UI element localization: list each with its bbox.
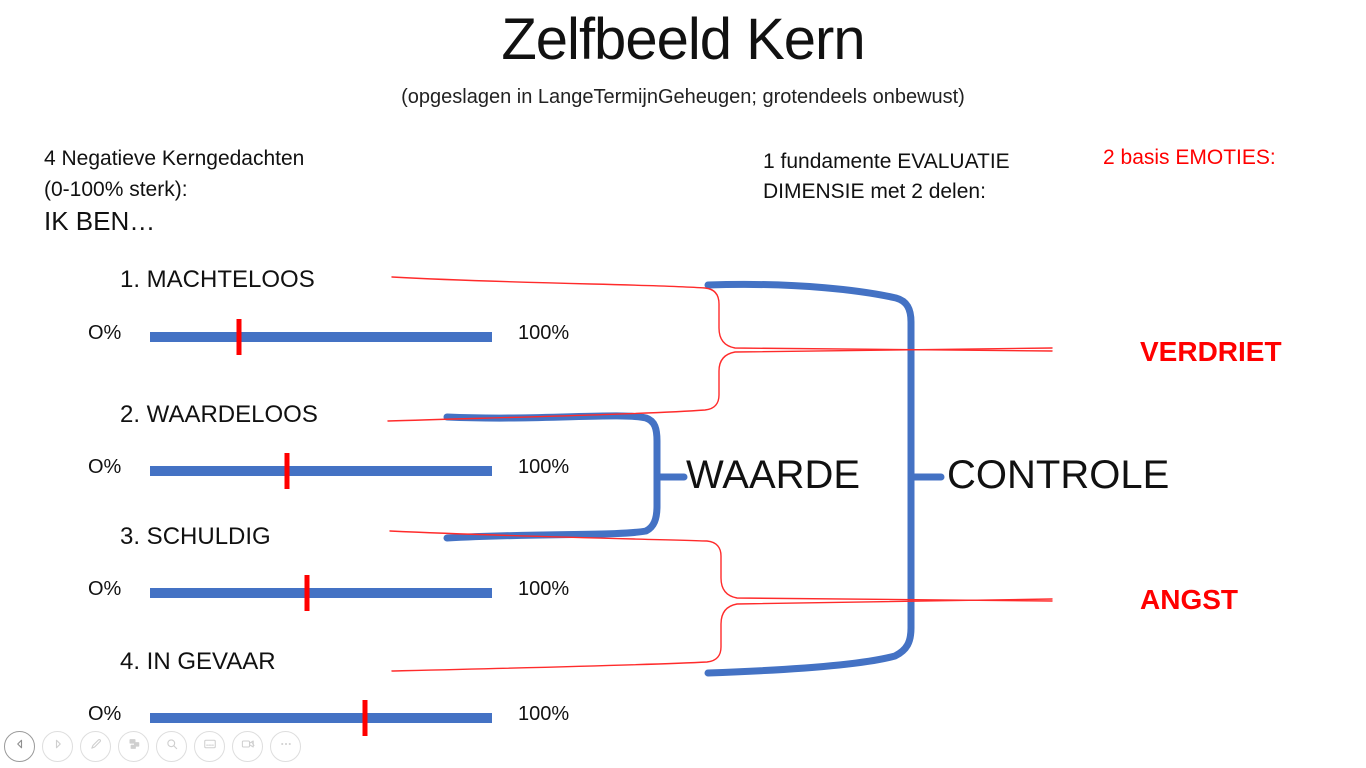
ik-ben-heading: IK BEN… — [44, 206, 156, 236]
slides-grid-icon — [125, 735, 143, 758]
slider-track[interactable] — [150, 319, 492, 355]
slider-marker[interactable] — [304, 575, 310, 611]
ellipsis-icon — [277, 735, 295, 758]
slider-max-label: 100% — [518, 703, 570, 725]
item-label-in-gevaar: 4. IN GEVAAR — [120, 648, 276, 675]
captions-icon — [201, 735, 219, 758]
slide-title: Zelfbeeld Kern — [501, 7, 865, 72]
see-all-slides-button[interactable] — [118, 731, 149, 762]
slider-min-label: O% — [88, 456, 122, 478]
slider-max-label: 100% — [518, 456, 570, 478]
slider-row-machteloos: O% 100% — [88, 318, 608, 356]
slider-track[interactable] — [150, 700, 492, 736]
slide-subtitle: (opgeslagen in LangeTermijnGeheugen; gro… — [401, 86, 965, 108]
verdriet-connector-lower — [387, 347, 1053, 422]
slider-marker[interactable] — [362, 700, 368, 736]
left-heading-line1: 4 Negatieve Kerngedachten — [44, 147, 305, 170]
slider-min-label: O% — [88, 322, 122, 344]
slider-track[interactable] — [150, 575, 492, 611]
slider-min-label: O% — [88, 578, 122, 600]
item-label-schuldig: 3. SCHULDIG — [120, 523, 271, 550]
middle-heading-line2: DIMENSIE met 2 delen: — [763, 180, 986, 204]
emotions-heading: 2 basis EMOTIES: — [1103, 146, 1276, 169]
verdriet-label: VERDRIET — [1140, 336, 1282, 367]
left-heading: 4 Negatieve Kerngedachten (0-100% sterk)… — [44, 144, 304, 206]
middle-heading: 1 fundamente EVALUATIE DIMENSIE met 2 de… — [763, 147, 1010, 208]
pen-tools-button[interactable] — [80, 731, 111, 762]
arrow-right-icon — [49, 735, 67, 758]
previous-slide-button[interactable] — [4, 731, 35, 762]
controle-label: CONTROLE — [947, 453, 1170, 497]
left-heading-line2: (0-100% sterk): — [44, 177, 188, 201]
slider-marker[interactable] — [284, 453, 290, 489]
slider-max-label: 100% — [518, 578, 570, 600]
slider-marker[interactable] — [236, 319, 242, 355]
pen-icon — [87, 735, 105, 758]
subtitles-button[interactable] — [194, 731, 225, 762]
waarde-label: WAARDE — [686, 453, 861, 497]
presenter-toolbar — [4, 731, 301, 762]
item-label-waardeloos: 2. WAARDELOOS — [120, 401, 318, 428]
slider-max-label: 100% — [518, 322, 570, 344]
slider-min-label: O% — [88, 703, 122, 725]
more-options-button[interactable] — [270, 731, 301, 762]
slider-row-in-gevaar: O% 100% — [88, 699, 608, 737]
slider-row-schuldig: O% 100% — [88, 574, 608, 612]
zoom-button[interactable] — [156, 731, 187, 762]
item-label-machteloos: 1. MACHTELOOS — [120, 266, 315, 293]
middle-heading-line1: 1 fundamente EVALUATIE — [763, 150, 1010, 173]
magnifier-icon — [163, 735, 181, 758]
angst-label: ANGST — [1140, 584, 1238, 615]
slider-row-waardeloos: O% 100% — [88, 452, 608, 490]
camera-off-icon — [239, 735, 257, 758]
camera-button[interactable] — [232, 731, 263, 762]
slider-track[interactable] — [150, 453, 492, 489]
next-slide-button[interactable] — [42, 731, 73, 762]
arrow-left-icon — [11, 735, 29, 758]
